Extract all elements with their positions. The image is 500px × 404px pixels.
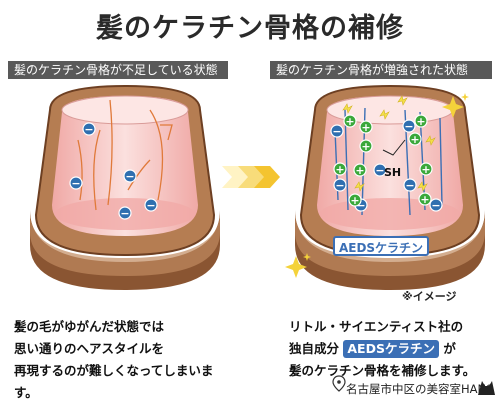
aeds-keratin-badge: AEDSケラチン — [343, 340, 439, 358]
right-plus-ion: + — [343, 114, 357, 128]
location-pin-icon — [332, 375, 346, 392]
left-minus-ion: − — [69, 176, 83, 190]
right-plus-ion: + — [418, 192, 432, 206]
lightning-icon — [342, 95, 436, 192]
left-hair-section: − − − − − — [30, 84, 220, 290]
svg-text:−: − — [356, 199, 365, 212]
svg-text:−: − — [431, 199, 440, 212]
svg-text:−: − — [404, 120, 413, 133]
right-plus-ion: + — [348, 193, 362, 207]
right-plus-ion: + — [333, 162, 347, 176]
right-plus-ion: + — [408, 132, 422, 146]
right-plus-ion: + — [359, 120, 373, 134]
svg-text:+: + — [361, 140, 370, 153]
sh-label: SH — [384, 166, 401, 179]
svg-text:+: + — [355, 164, 364, 177]
right-caption-line: リトル・サイエンティスト社の — [289, 319, 464, 334]
left-caption-line: 思い通りのヘアスタイルを — [14, 341, 165, 356]
svg-text:−: − — [84, 123, 93, 136]
svg-text:+: + — [335, 163, 344, 176]
page-title: 髪のケラチン骨格の補修 — [96, 13, 404, 44]
svg-text:+: + — [416, 115, 425, 128]
right-minus-ion: − — [373, 163, 387, 177]
transition-arrow — [222, 166, 280, 188]
svg-text:+: + — [421, 163, 430, 176]
sparkle-icon — [285, 93, 469, 278]
left-caption: 髪の毛がゆがんだ状態では 思い通りのヘアスタイルを 再現するのが難しくなってしま… — [14, 316, 234, 404]
right-caption: リトル・サイエンティスト社の 独自成分 AEDSケラチン が 髪のケラチン骨格を… — [289, 316, 494, 382]
salon-footer: 名古屋市中区の美容室HANS — [346, 382, 494, 396]
right-plus-ion: + — [419, 162, 433, 176]
right-caption-line: 独自成分 AEDSケラチン が — [289, 338, 494, 360]
caption-suffix: が — [443, 341, 456, 356]
left-minus-ion: − — [144, 198, 158, 212]
svg-text:−: − — [120, 207, 129, 220]
left-caption-line: 再現するのが難しくなってしまいます。 — [14, 363, 214, 400]
right-plus-ion: + — [353, 163, 367, 177]
left-caption-line: 髪の毛がゆがんだ状態では — [14, 319, 165, 334]
left-minus-ion: − — [123, 169, 137, 183]
cat-logo-icon — [478, 381, 495, 395]
svg-text:+: + — [410, 133, 419, 146]
right-plus-ion: + — [414, 114, 428, 128]
right-caption-line: 髪のケラチン骨格を補修します。 — [289, 363, 476, 378]
right-hair-section: − − − − − − − + + + + + + + + + + SH — [295, 84, 485, 290]
svg-text:+: + — [420, 193, 429, 206]
right-minus-ion: − — [403, 178, 417, 192]
right-minus-ion: − — [330, 124, 344, 138]
svg-text:−: − — [405, 179, 414, 192]
left-panel-header: 髪のケラチン骨格が不足している状態 — [8, 61, 228, 79]
svg-text:+: + — [345, 115, 354, 128]
svg-text:−: − — [146, 199, 155, 212]
svg-text:−: − — [375, 164, 384, 177]
right-minus-ion: − — [402, 119, 416, 133]
right-panel-header: 髪のケラチン骨格が増強された状態 — [270, 61, 492, 79]
svg-text:+: + — [350, 194, 359, 207]
svg-text:+: + — [361, 121, 370, 134]
right-plus-ion: + — [359, 139, 373, 153]
left-minus-ion: − — [82, 122, 96, 136]
left-minus-ion: − — [118, 206, 132, 220]
caption-prefix: 独自成分 — [289, 341, 340, 356]
svg-text:−: − — [125, 170, 134, 183]
svg-text:−: − — [335, 179, 344, 192]
svg-text:−: − — [71, 177, 80, 190]
image-note: ※イメージ — [402, 290, 457, 303]
right-minus-ion: − — [333, 178, 347, 192]
aeds-keratin-label: AEDSケラチン — [333, 236, 429, 256]
right-minus-ion: − — [429, 198, 443, 212]
svg-text:−: − — [332, 125, 341, 138]
